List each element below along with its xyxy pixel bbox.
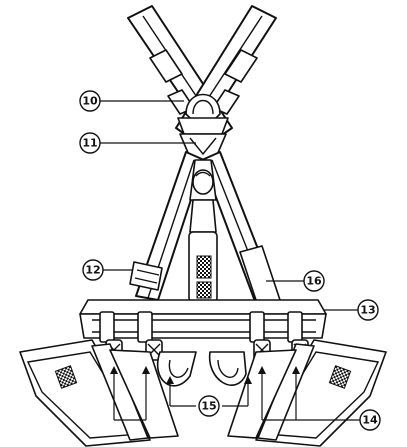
svg-text:12: 12 [85,264,100,277]
right-shoulder-adjuster [224,49,258,83]
svg-text:14: 14 [362,414,378,427]
dorsal-d-ring [177,93,229,135]
webbing-label-lower [196,281,212,299]
webbing-label-upper [196,255,212,279]
left-shoulder-adjuster [149,49,183,83]
callout-16: 16 [303,270,325,292]
rear-loops [156,351,247,387]
callout-12: 12 [82,259,104,281]
center-extension-strap [188,159,218,303]
right-leg-label [328,365,352,389]
svg-text:11: 11 [82,137,97,150]
left-leg-label [54,365,78,389]
svg-text:16: 16 [306,275,322,288]
callout-14: 14 [359,409,381,431]
callouts: 10 11 12 13 14 15 16 [79,90,381,431]
svg-text:15: 15 [201,400,216,413]
chest-buckle [129,261,163,291]
callout-11: 11 [79,132,101,154]
svg-text:13: 13 [360,304,375,317]
svg-text:10: 10 [82,95,98,108]
callout-13: 13 [357,299,379,321]
callout-10: 10 [79,90,101,112]
waist-belt [79,299,327,343]
leader-lines [100,100,360,421]
leg-loops [19,339,387,447]
callout-15: 15 [198,395,220,417]
